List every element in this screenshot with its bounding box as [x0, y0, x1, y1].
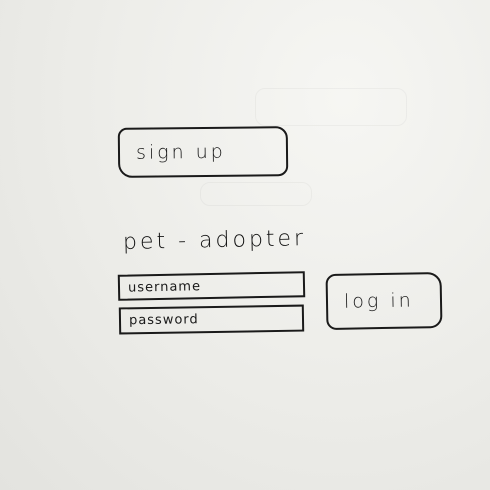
app-title: pet - adopter — [122, 226, 307, 255]
bleed-through-shape — [200, 182, 312, 206]
password-input[interactable] — [118, 304, 305, 335]
sign-up-button[interactable]: sign up — [117, 126, 289, 178]
log-in-button[interactable]: log in — [325, 271, 443, 331]
bleed-through-shape — [255, 88, 407, 126]
username-input[interactable] — [117, 271, 306, 301]
